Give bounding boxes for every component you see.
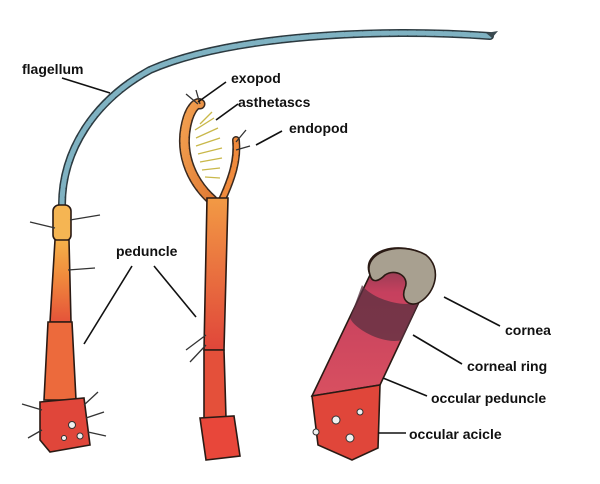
label-endopod: endopod xyxy=(289,120,348,136)
leader-lines xyxy=(61,77,501,434)
antennule-joint xyxy=(203,349,227,419)
label-corneal-ring: corneal ring xyxy=(467,358,547,374)
label-occular-acicle: occular acicle xyxy=(409,426,502,442)
seta xyxy=(189,344,207,363)
seta xyxy=(83,391,99,406)
peduncle-upper xyxy=(49,239,72,323)
seta xyxy=(185,93,199,105)
acicle-spot xyxy=(356,408,364,416)
acicle-spot xyxy=(345,433,355,443)
label-asthetascs: asthetascs xyxy=(238,94,311,110)
flagellum-tip xyxy=(486,31,498,38)
peduncle-joint xyxy=(52,204,72,242)
base-spot xyxy=(68,421,76,429)
leader-asthetascs xyxy=(215,103,239,121)
leader-endopod xyxy=(255,130,283,146)
seta xyxy=(235,129,247,143)
seta xyxy=(85,411,105,419)
exopod-branch-fill xyxy=(180,99,216,204)
leader-peduncle-left xyxy=(83,265,133,345)
flagellum-whip-fill xyxy=(59,30,493,208)
seta xyxy=(185,334,207,351)
acicle-spot xyxy=(312,428,320,436)
corneal-ring-shape xyxy=(350,285,420,341)
seta xyxy=(235,145,251,151)
eye xyxy=(310,247,437,461)
antennule-base xyxy=(199,415,241,461)
acicle-spot xyxy=(331,415,341,425)
label-exopod: exopod xyxy=(231,70,281,86)
middle-antennule xyxy=(179,89,251,461)
seta xyxy=(87,431,107,437)
leader-exopod xyxy=(197,81,227,103)
cornea-shape xyxy=(368,247,437,305)
seta xyxy=(29,221,56,229)
peduncle-base xyxy=(39,397,91,453)
base-spot xyxy=(61,435,67,441)
seta xyxy=(21,403,43,411)
endopod-branch-fill xyxy=(219,137,239,203)
label-flagellum: flagellum xyxy=(22,61,83,77)
base-spot xyxy=(76,432,84,440)
seta xyxy=(27,429,43,439)
seta xyxy=(69,214,101,221)
occular-acicle-shape xyxy=(311,384,381,461)
leader-flagellum xyxy=(61,77,111,94)
leader-peduncle-right xyxy=(153,265,197,318)
label-peduncle: peduncle xyxy=(116,243,178,259)
asthetascs-tuft xyxy=(194,111,223,179)
flagellum-whip xyxy=(58,29,494,209)
label-occular-peduncle: occular peduncle xyxy=(431,390,546,406)
label-cornea: cornea xyxy=(505,322,551,338)
leader-cornea xyxy=(443,296,501,327)
labels: flagellum exopod asthetascs endopod pedu… xyxy=(22,61,551,442)
leader-occular-peduncle xyxy=(382,377,428,397)
peduncle-lower xyxy=(43,321,77,401)
seta xyxy=(67,267,96,271)
antennule-peduncle xyxy=(203,197,229,351)
left-antenna xyxy=(21,29,498,453)
leader-corneal-ring xyxy=(412,334,463,365)
